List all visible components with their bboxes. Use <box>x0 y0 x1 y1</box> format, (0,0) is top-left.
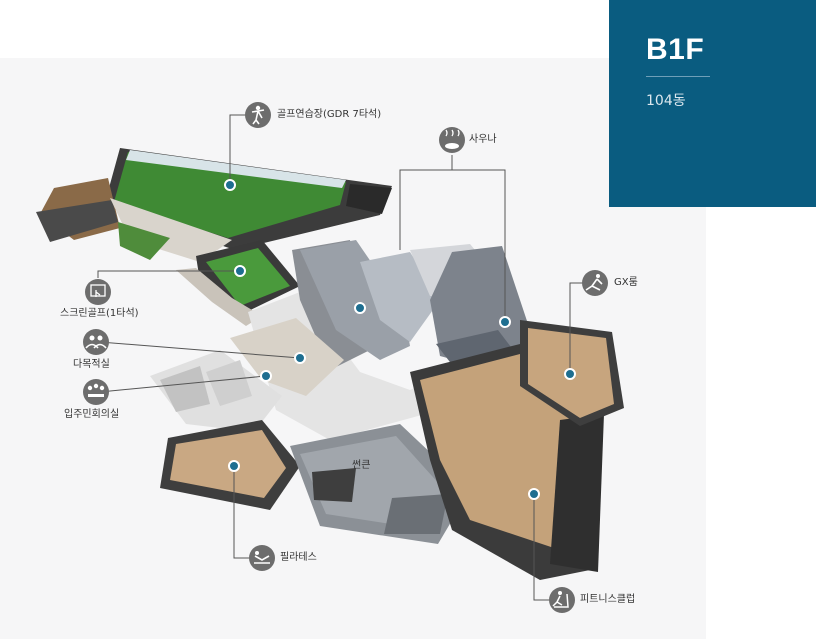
label-fitness: 피트니스클럽 <box>580 594 636 605</box>
marker-golf-range <box>224 179 236 191</box>
marker-meeting <box>260 370 272 382</box>
label-golf-range: 골프연습장(GDR 7타석) <box>277 109 382 120</box>
marker-multi-room <box>294 352 306 364</box>
treadmill-icon <box>549 587 575 613</box>
screen-golf-icon <box>85 279 111 305</box>
marker-sauna-2 <box>499 316 511 328</box>
label-screen-golf: 스크린골프(1타석) <box>60 308 139 319</box>
people-icon <box>83 329 109 355</box>
label-resident-meeting: 입주민회의실 <box>64 409 120 420</box>
pilates-area <box>160 420 300 510</box>
floor-title: B1F <box>646 33 705 66</box>
label-sauna: 사우나 <box>469 134 497 145</box>
golfer-icon <box>245 102 271 128</box>
marker-gx-room <box>564 368 576 380</box>
badge-divider <box>646 76 710 77</box>
sunken-area <box>290 424 470 544</box>
meeting-icon <box>83 379 109 405</box>
facility-markers <box>224 179 576 500</box>
marker-screen-golf <box>234 265 246 277</box>
screen-golf-area <box>176 240 300 326</box>
marker-sauna-1 <box>354 302 366 314</box>
building-label: 104동 <box>646 93 686 109</box>
golf-range-area <box>36 148 392 262</box>
label-sunken: 썬큰 <box>352 460 371 471</box>
marker-fitness <box>528 488 540 500</box>
label-pilates: 필라테스 <box>280 552 317 563</box>
gx-exercise-icon <box>582 270 608 296</box>
floor-badge: B1F 104동 <box>609 0 816 207</box>
sauna-icon <box>439 127 465 153</box>
marker-pilates <box>228 460 240 472</box>
label-gx-room: GX룸 <box>614 277 638 288</box>
pilates-icon <box>249 545 275 571</box>
label-multi-room: 다목적실 <box>73 359 110 370</box>
